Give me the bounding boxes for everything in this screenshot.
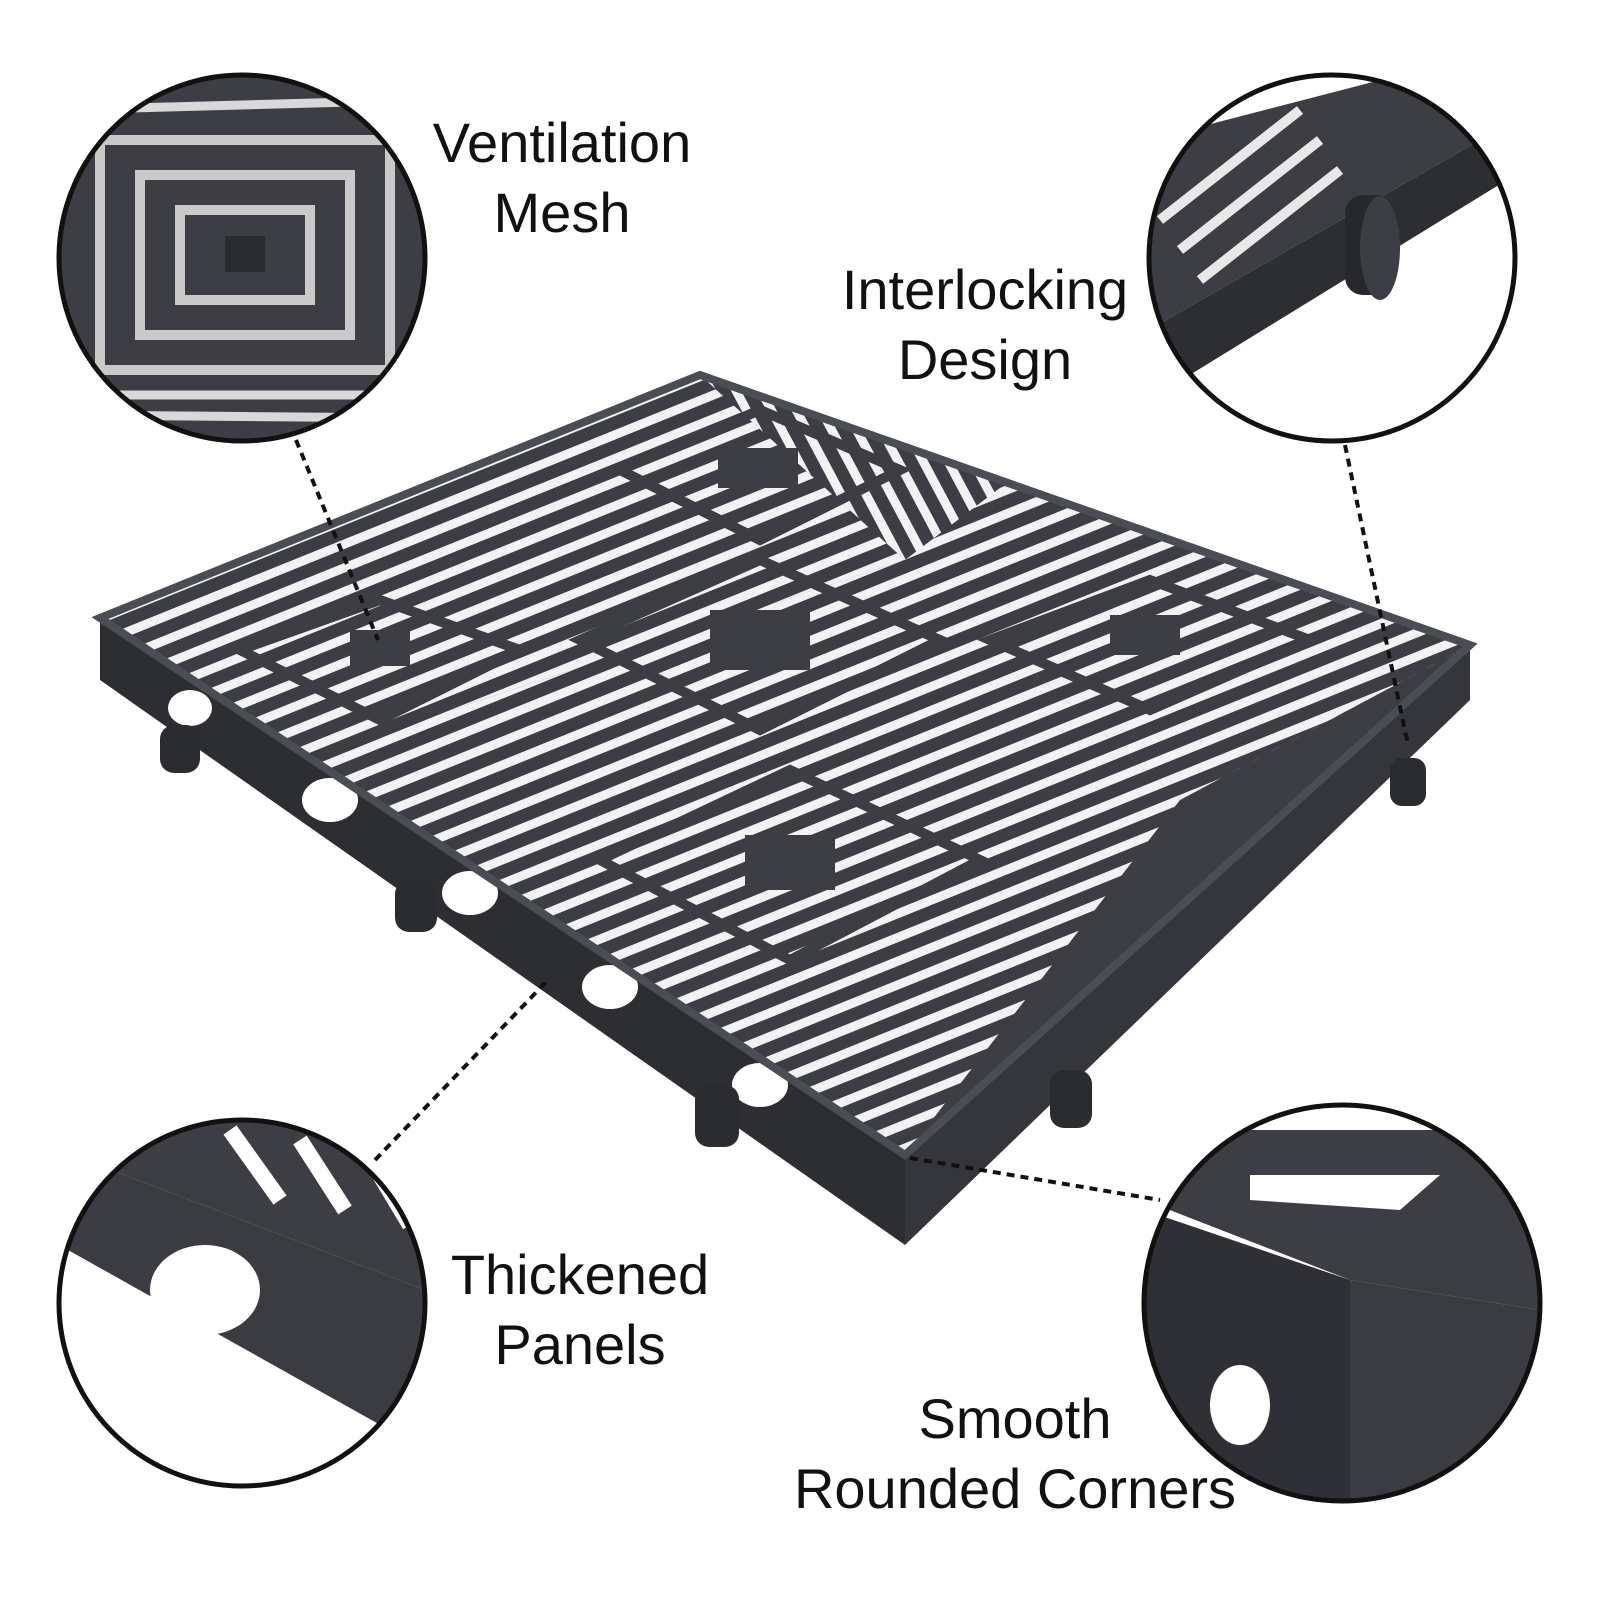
ventilation-label-line2: Mesh — [493, 181, 631, 244]
wall-scallops — [168, 690, 1400, 1202]
thickened-label-line2: Panels — [494, 1313, 666, 1376]
zoom-circle-ventilation — [56, 72, 428, 444]
leader-lines — [294, 439, 1410, 1202]
diamond-frames — [227, 404, 1324, 966]
diamond-hubs — [350, 448, 1180, 890]
interlocking-design-label: Interlocking Design — [830, 255, 1140, 395]
interlocking-label-line1: Interlocking — [841, 258, 1129, 321]
tile-front-right-wall — [905, 645, 1470, 1245]
ventilation-mesh-label: Ventilation Mesh — [412, 108, 712, 248]
thickened-label-line1: Thickened — [450, 1243, 710, 1306]
interlock-pegs — [160, 725, 1426, 1147]
interlocking-tile — [91, 370, 1478, 1245]
thickened-panels-label: Thickened Panels — [430, 1240, 730, 1380]
ventilation-label-line1: Ventilation — [432, 111, 692, 174]
interlocking-label-line2: Design — [897, 328, 1073, 391]
zoom-circle-interlocking — [1146, 72, 1518, 444]
smooth-label-line1: Smooth — [918, 1387, 1112, 1450]
zoom-circle-thickened — [56, 1117, 428, 1489]
zoom-circle-smooth — [1141, 1102, 1543, 1504]
smooth-label-line2: Rounded Corners — [793, 1457, 1237, 1520]
smooth-rounded-corners-label: Smooth Rounded Corners — [780, 1384, 1250, 1524]
ventilation-grate — [100, 375, 1470, 1155]
